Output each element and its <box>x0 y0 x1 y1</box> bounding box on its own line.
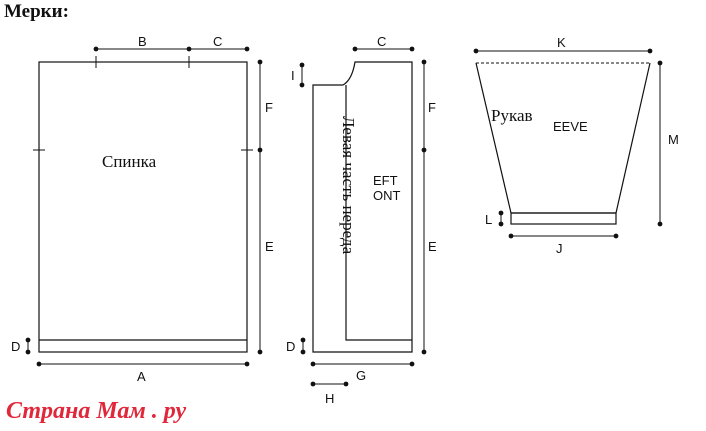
label-b: B <box>138 34 147 49</box>
label-d-front: D <box>286 339 295 354</box>
front-piece: Левая часть переда EFT ONT <box>312 61 413 353</box>
label-c-back: C <box>213 34 222 49</box>
label-e-back: E <box>265 239 274 254</box>
sleeve-piece: Рукав EEVE <box>475 62 651 225</box>
dimension-fe-back: F E <box>257 59 274 355</box>
page-title: Мерки: <box>4 1 69 22</box>
sleeve-overlay: EEVE <box>553 119 588 134</box>
dimension-m: M <box>657 60 679 227</box>
dimension-j: J <box>508 233 619 256</box>
dimension-g: G <box>310 361 415 383</box>
label-j: J <box>556 241 563 256</box>
label-l: L <box>485 212 492 227</box>
dimension-c-back: C <box>189 34 250 52</box>
dimension-d-front: D <box>286 337 306 355</box>
front-overlay-2: ONT <box>373 188 401 203</box>
sleeve-outline <box>475 62 651 214</box>
front-label: Левая часть переда <box>339 116 358 255</box>
dimension-i: I <box>291 62 305 88</box>
label-m: M <box>668 132 679 147</box>
sleeve-cuff <box>510 212 617 225</box>
back-outline <box>38 61 248 353</box>
dimension-b: B <box>93 34 192 52</box>
watermark-logo: Страна Мам . ру <box>6 398 186 424</box>
back-label: Спинка <box>102 152 157 171</box>
label-f-back: F <box>265 100 273 115</box>
label-h: H <box>325 391 334 406</box>
label-a: A <box>137 369 146 384</box>
label-e-front: E <box>428 239 437 254</box>
back-piece: Спинка <box>33 56 253 353</box>
front-band-line <box>345 85 412 341</box>
label-d-back: D <box>11 339 20 354</box>
sleeve-label: Рукав <box>491 106 533 125</box>
label-k: K <box>557 35 566 50</box>
dimension-c-front: C <box>352 34 415 52</box>
dimension-l: L <box>485 210 504 227</box>
label-f-front: F <box>428 100 436 115</box>
dimension-fe-front: F E <box>421 59 437 355</box>
dimension-k: K <box>473 35 653 54</box>
front-outline <box>312 61 413 353</box>
label-g: G <box>356 368 366 383</box>
dimension-h: H <box>310 381 349 406</box>
label-i: I <box>291 68 295 83</box>
label-c-front: C <box>377 34 386 49</box>
dimension-d-back: D <box>11 337 31 355</box>
dimension-a: A <box>36 361 250 384</box>
front-overlay-1: EFT <box>373 173 398 188</box>
